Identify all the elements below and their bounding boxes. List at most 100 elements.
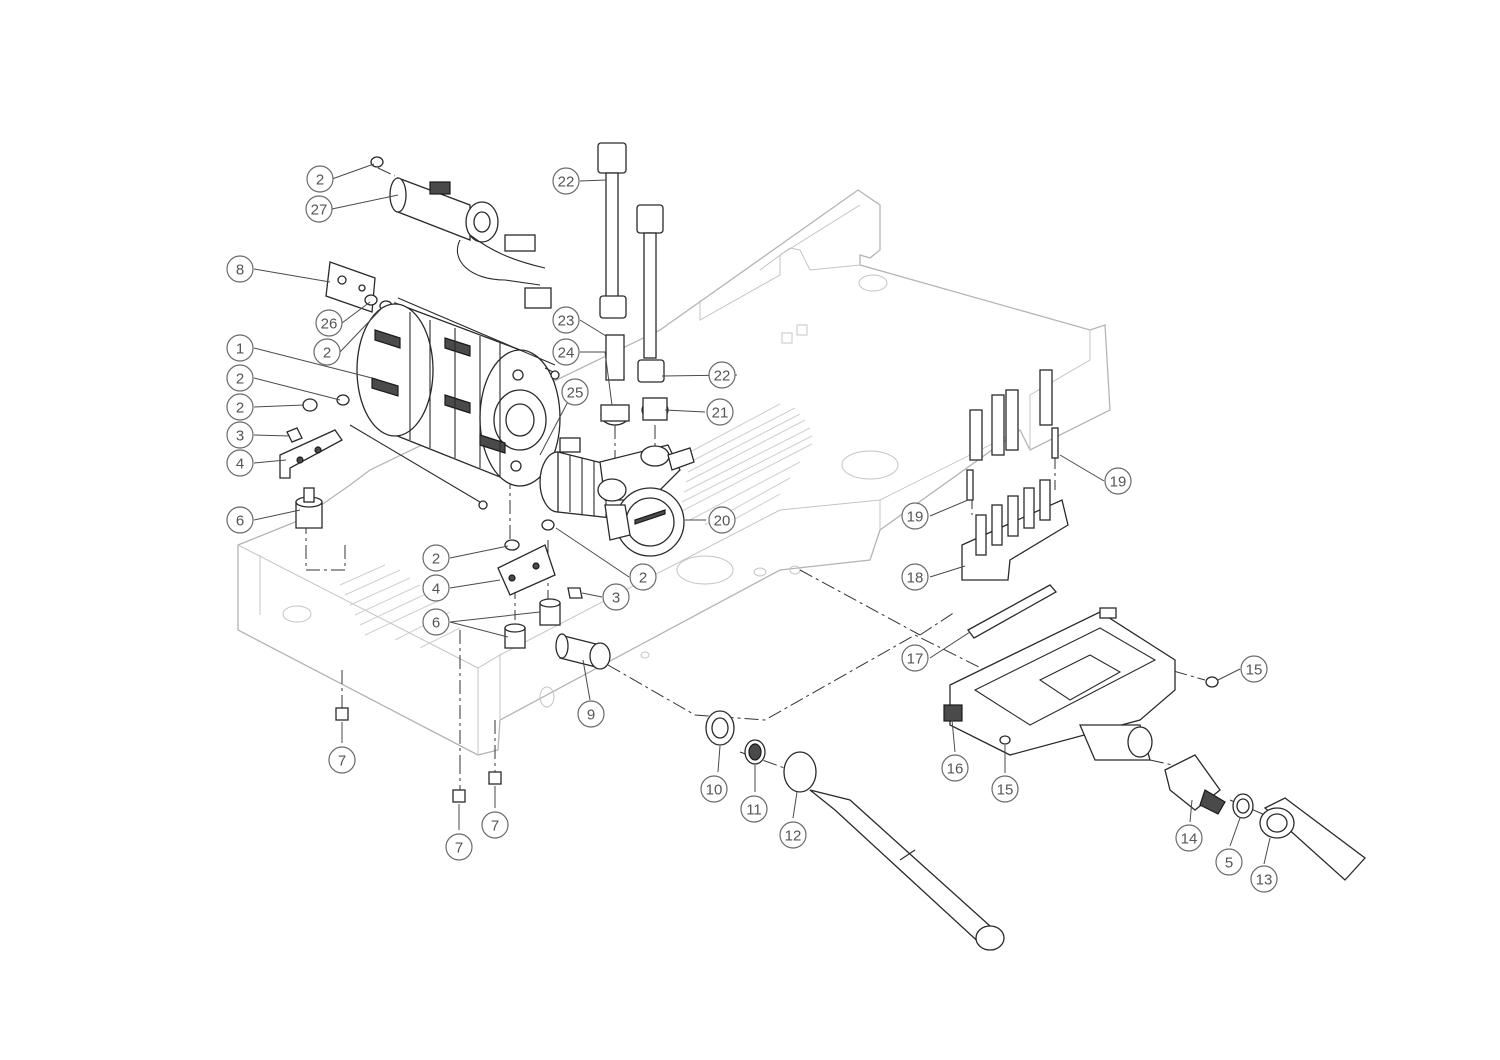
- callout-circle: [1250, 865, 1278, 893]
- callout-number: 27: [311, 202, 328, 219]
- callout-circle: [422, 544, 450, 572]
- callout-2: 2: [629, 563, 657, 591]
- callout-11: 11: [740, 795, 768, 823]
- callout-circle: [1240, 655, 1268, 683]
- callout-circle: [1215, 848, 1243, 876]
- callout-circle: [552, 338, 580, 366]
- callout-number: 4: [432, 581, 440, 598]
- callout-circle: [315, 309, 343, 337]
- callout-circle: [901, 644, 929, 672]
- callout-circle: [1104, 467, 1132, 495]
- callout-10: 10: [700, 775, 728, 803]
- callout-14: 14: [1175, 824, 1203, 852]
- drain-hose-assembly: [705, 710, 1005, 951]
- callout-number: 20: [714, 513, 731, 530]
- callout-circle: [708, 361, 736, 389]
- callout-number: 22: [558, 174, 575, 191]
- callout-2: 2: [313, 338, 341, 366]
- flex-hoses: [597, 142, 665, 383]
- ventilation-slots-rear: [679, 403, 813, 531]
- capacitor: [370, 156, 552, 309]
- callout-number: 9: [587, 707, 595, 724]
- callout-12: 12: [779, 821, 807, 849]
- cover-strip: [967, 584, 1058, 639]
- callout-4: 4: [422, 574, 450, 602]
- left-mounting-set: [279, 394, 350, 529]
- callout-3: 3: [602, 583, 630, 611]
- callout-number: 23: [558, 313, 575, 330]
- callout-4: 4: [226, 449, 254, 477]
- callout-27: 27: [305, 195, 333, 223]
- callout-26: 26: [315, 309, 343, 337]
- callout-number: 2: [432, 551, 440, 568]
- callout-25: 25: [561, 378, 589, 406]
- pump-body: [539, 437, 695, 557]
- ventilation-slots-front: [339, 564, 461, 649]
- callout-circle: [629, 563, 657, 591]
- callout-number: 19: [907, 509, 924, 526]
- callout-circle: [706, 398, 734, 426]
- callout-circle: [226, 255, 254, 283]
- callout-2: 2: [226, 364, 254, 392]
- callout-number: 24: [558, 345, 575, 362]
- callout-number: 4: [236, 456, 244, 473]
- callout-circle: [552, 167, 580, 195]
- callout-circle: [226, 364, 254, 392]
- callout-6: 6: [422, 608, 450, 636]
- callout-number: 10: [706, 782, 723, 799]
- callout-22: 22: [708, 361, 736, 389]
- pump-motor: [349, 297, 561, 510]
- screws: [999, 676, 1219, 745]
- callout-number: 13: [1256, 872, 1273, 889]
- callout-number: 7: [338, 753, 346, 770]
- threaded-sleeve: [555, 633, 611, 670]
- callout-circle: [602, 583, 630, 611]
- callout-number: 11: [746, 802, 762, 819]
- callout-circle: [561, 378, 589, 406]
- callout-circle: [481, 811, 509, 839]
- callout-number: 14: [1181, 831, 1198, 848]
- callout-16: 16: [941, 754, 969, 782]
- drip-tray: [943, 607, 1176, 761]
- callout-circle: [313, 338, 341, 366]
- callout-number: 22: [714, 368, 731, 385]
- callout-circle: [991, 775, 1019, 803]
- callout-number: 12: [785, 828, 802, 845]
- callout-circle: [328, 746, 356, 774]
- callout-7: 7: [328, 746, 356, 774]
- callout-circle: [901, 563, 929, 591]
- callout-circle: [779, 821, 807, 849]
- callout-17: 17: [901, 644, 929, 672]
- callout-1: 1: [226, 334, 254, 362]
- leader-lines: [253, 163, 1271, 865]
- callout-circle: [708, 506, 736, 534]
- callout-number: 19: [1110, 474, 1127, 491]
- callout-number: 7: [491, 818, 499, 835]
- callout-15: 15: [1240, 655, 1268, 683]
- bracket-plate: [325, 261, 393, 313]
- callout-number: 7: [455, 840, 463, 857]
- callout-number: 6: [432, 615, 440, 632]
- outlet-fitting-assembly: [1164, 754, 1366, 881]
- callout-19: 19: [901, 502, 929, 530]
- outlet-manifold: [961, 369, 1069, 581]
- callout-2: 2: [306, 165, 334, 193]
- callout-6: 6: [226, 506, 254, 534]
- callout-21: 21: [706, 398, 734, 426]
- callout-number: 16: [947, 761, 964, 778]
- callout-18: 18: [901, 563, 929, 591]
- callout-circle: [901, 502, 929, 530]
- callout-9: 9: [577, 700, 605, 728]
- callout-2: 2: [422, 544, 450, 572]
- callout-circle: [306, 165, 334, 193]
- callout-number: 3: [236, 428, 244, 445]
- callout-number: 2: [316, 172, 324, 189]
- callout-number: 21: [712, 405, 729, 422]
- callout-number: 2: [236, 371, 244, 388]
- callout-circle: [422, 608, 450, 636]
- right-mounting-set: [497, 519, 583, 649]
- callout-labels: 2278262122346222324252221202243697771011…: [226, 165, 1278, 893]
- callout-circle: [305, 195, 333, 223]
- callout-number: 17: [907, 651, 924, 668]
